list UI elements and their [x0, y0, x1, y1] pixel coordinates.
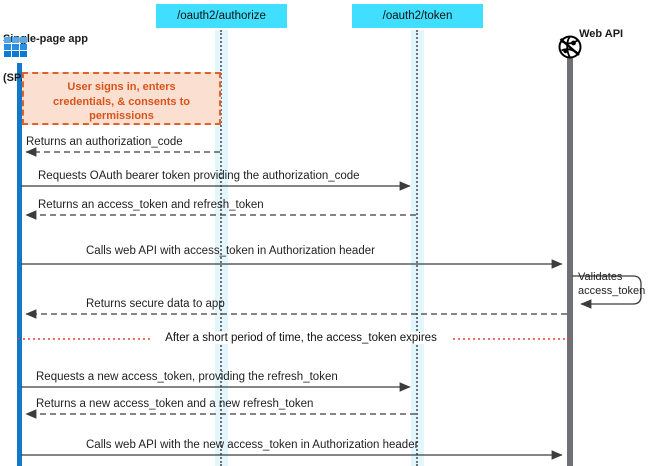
- note-user-consent: User signs in, enters credentials, & con…: [22, 72, 221, 125]
- participant-header-authorize[interactable]: /oauth2/authorize: [156, 4, 287, 28]
- divider-label: After a short period of time, the access…: [150, 332, 452, 344]
- globe-icon: [556, 35, 584, 59]
- message-text-8: Returns a new access_token and a new ref…: [36, 398, 314, 410]
- lifeline-token: [416, 30, 418, 466]
- message-label-3: Returns an access_token and refresh_toke…: [38, 199, 264, 211]
- divider-text: After a short period of time, the access…: [165, 332, 437, 344]
- message-text-6: Returns secure data to app: [86, 298, 225, 310]
- message-label-2: Requests OAuth bearer token providing th…: [38, 170, 360, 182]
- message-text-4: Calls web API with access_token in Autho…: [86, 245, 375, 257]
- message-label-1: Returns an authorization_code: [26, 136, 183, 148]
- lifeline-authorize: [220, 30, 222, 466]
- message-label-7: Requests a new access_token, providing t…: [36, 371, 338, 383]
- participant-header-webapi: Web API: [540, 15, 649, 54]
- participant-header-token[interactable]: /oauth2/token: [352, 4, 483, 28]
- message-text-3: Returns an access_token and refresh_toke…: [38, 199, 264, 211]
- message-label-9: Calls web API with the new access_token …: [86, 439, 418, 451]
- note-line1: User signs in, enters: [67, 81, 176, 93]
- message-label-8: Returns a new access_token and a new ref…: [36, 398, 313, 410]
- message-text-5-line1: Validates: [578, 271, 623, 283]
- message-text-1: Returns an authorization_code: [26, 136, 183, 148]
- message-label-4: Calls web API with access_token in Autho…: [86, 245, 375, 257]
- note-line3: permissions: [89, 110, 154, 122]
- message-text-5-line2: access_token: [578, 284, 646, 297]
- note-line2: credentials, & consents to: [53, 95, 190, 108]
- participant-label-token: /oauth2/token: [382, 10, 453, 22]
- message-label-6: Returns secure data to app: [86, 298, 225, 310]
- participant-label-authorize: /oauth2/authorize: [177, 10, 266, 22]
- message-text-2: Requests OAuth bearer token providing th…: [38, 170, 360, 182]
- lifeline-spa: [17, 63, 22, 466]
- message-text-9: Calls web API with the new access_token …: [86, 439, 419, 451]
- lifeline-webapi: [567, 58, 573, 466]
- app-grid-icon: [4, 37, 30, 61]
- participant-label-webapi: Web API: [579, 28, 624, 40]
- message-text-7: Requests a new access_token, providing t…: [36, 371, 338, 383]
- message-label-5: Validates access_token: [578, 271, 645, 298]
